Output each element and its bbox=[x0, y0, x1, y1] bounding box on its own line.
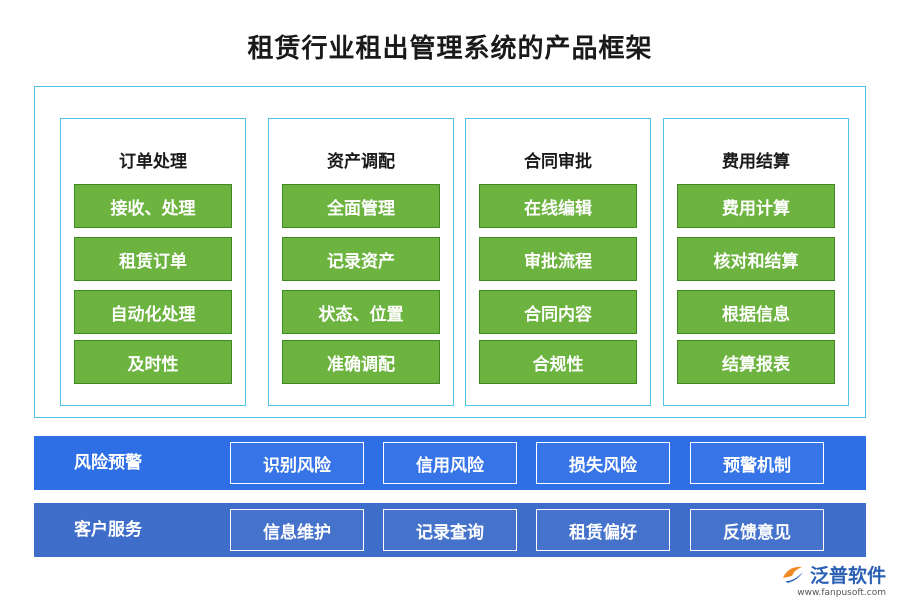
module-item: 结算报表 bbox=[677, 340, 835, 384]
risk-item: 信用风险 bbox=[383, 442, 517, 484]
module-title: 合同审批 bbox=[524, 152, 592, 172]
module-item: 核对和结算 bbox=[677, 237, 835, 281]
band-label: 客户服务 bbox=[74, 520, 142, 540]
fanpu-logo-icon bbox=[780, 562, 806, 588]
brand-logo: 泛普软件 bbox=[780, 561, 886, 588]
customer-item: 记录查询 bbox=[383, 509, 517, 551]
module-item: 在线编辑 bbox=[479, 184, 637, 228]
customer-service-band: 客户服务 信息维护 记录查询 租赁偏好 反馈意见 bbox=[34, 503, 866, 557]
risk-item: 损失风险 bbox=[536, 442, 670, 484]
module-asset-allocation: 资产调配 全面管理 记录资产 状态、位置 准确调配 bbox=[268, 118, 454, 406]
module-item: 合同内容 bbox=[479, 290, 637, 334]
risk-item: 预警机制 bbox=[690, 442, 824, 484]
module-item: 状态、位置 bbox=[282, 290, 440, 334]
customer-item: 反馈意见 bbox=[690, 509, 824, 551]
logo-url: www.fanpusoft.com bbox=[797, 588, 886, 598]
module-item: 费用计算 bbox=[677, 184, 835, 228]
customer-item: 信息维护 bbox=[230, 509, 364, 551]
module-item: 合规性 bbox=[479, 340, 637, 384]
module-fee-settlement: 费用结算 费用计算 核对和结算 根据信息 结算报表 bbox=[663, 118, 849, 406]
module-contract-approval: 合同审批 在线编辑 审批流程 合同内容 合规性 bbox=[465, 118, 651, 406]
module-item: 接收、处理 bbox=[74, 184, 232, 228]
module-title: 订单处理 bbox=[119, 152, 187, 172]
logo-name: 泛普软件 bbox=[809, 565, 886, 587]
module-order-processing: 订单处理 接收、处理 租赁订单 自动化处理 及时性 bbox=[60, 118, 246, 406]
module-item: 全面管理 bbox=[282, 184, 440, 228]
page-title: 租赁行业租出管理系统的产品框架 bbox=[247, 34, 653, 64]
risk-warning-band: 风险预警 识别风险 信用风险 损失风险 预警机制 bbox=[34, 436, 866, 490]
module-item: 及时性 bbox=[74, 340, 232, 384]
module-item: 自动化处理 bbox=[74, 290, 232, 334]
modules-container bbox=[34, 86, 866, 418]
risk-item: 识别风险 bbox=[230, 442, 364, 484]
module-item: 审批流程 bbox=[479, 237, 637, 281]
module-item: 准确调配 bbox=[282, 340, 440, 384]
module-title: 费用结算 bbox=[722, 152, 790, 172]
module-title: 资产调配 bbox=[327, 152, 395, 172]
module-item: 根据信息 bbox=[677, 290, 835, 334]
module-item: 租赁订单 bbox=[74, 237, 232, 281]
band-label: 风险预警 bbox=[74, 453, 142, 473]
module-item: 记录资产 bbox=[282, 237, 440, 281]
customer-item: 租赁偏好 bbox=[536, 509, 670, 551]
